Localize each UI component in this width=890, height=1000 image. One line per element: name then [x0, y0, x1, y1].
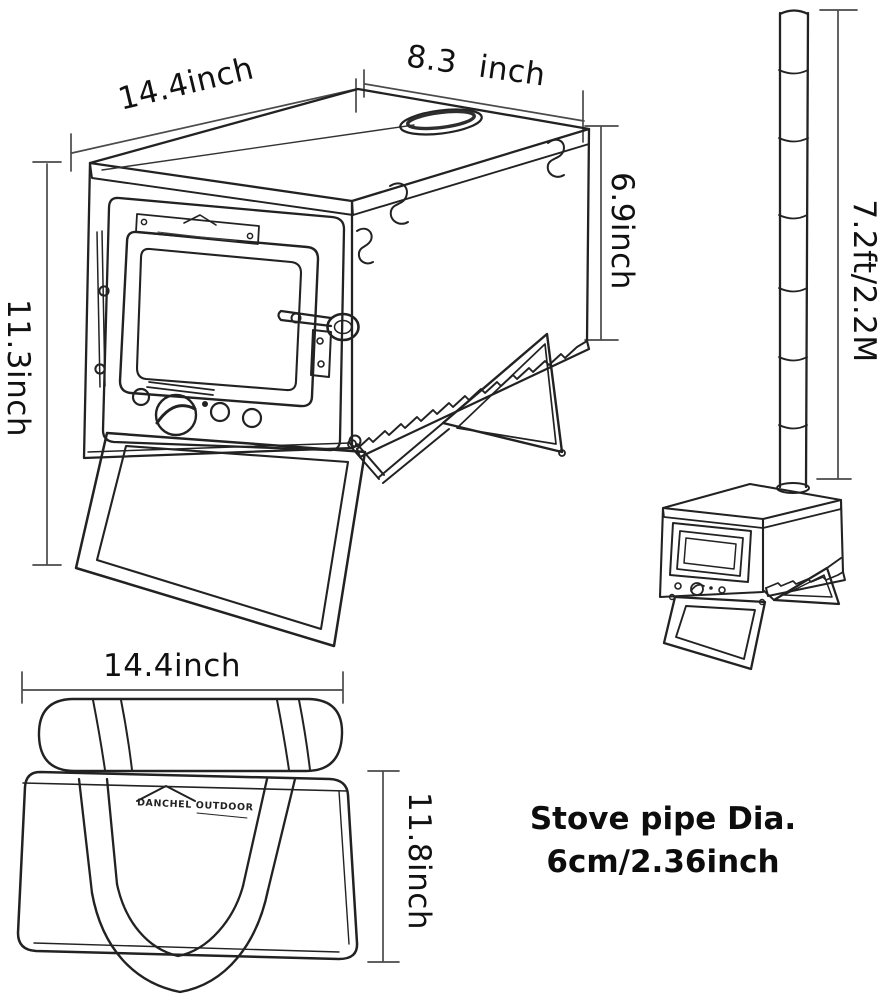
front-leg-inner	[95, 444, 350, 631]
bag-height-dim-line	[367, 770, 400, 963]
damper-knob	[154, 393, 198, 437]
pipe-height-label: 7.2ft/2.2M	[846, 199, 882, 363]
vent-hole-right	[241, 407, 263, 429]
stove-rear-edge	[585, 127, 591, 343]
bag-roll	[37, 697, 344, 773]
front-leg-hinge-bolt	[347, 439, 357, 449]
plate-roof-mark	[183, 214, 217, 226]
small-stove-rear-edge	[839, 498, 845, 574]
bag-handle-outer	[90, 888, 270, 994]
small-vent-dot	[709, 586, 713, 590]
carry-bag-illustration	[16, 697, 359, 994]
rear-leg-outer	[441, 332, 564, 454]
front-latch-upper	[389, 182, 409, 225]
flue-hole-opening	[406, 109, 476, 131]
rear-leg-inner	[456, 343, 557, 445]
small-damper-knob	[690, 582, 704, 596]
bag-handle-inner	[115, 882, 245, 958]
vent-dot	[202, 401, 208, 407]
vent-slot	[146, 381, 215, 396]
stove-top-right-rim	[352, 128, 590, 216]
door-hinge-rod	[96, 230, 106, 388]
stove-top-width-dim-line	[70, 78, 358, 172]
stove-base-seam	[87, 442, 351, 453]
bag-strap-left-bar	[77, 777, 119, 895]
bag-body	[16, 770, 359, 961]
pipe-height-dim-line	[816, 9, 858, 480]
assembled-stove-illustration	[658, 9, 846, 671]
stove-height-dim-line	[32, 161, 62, 566]
hinge-pin-lower	[94, 363, 106, 375]
handle-ring-inner	[333, 319, 353, 335]
small-stove-right-rim	[762, 499, 842, 529]
bag-width-label: 14.4inch	[103, 648, 241, 684]
plate-screw-left	[140, 218, 148, 226]
roll-strap-left	[92, 699, 133, 771]
bag-logo-underline	[196, 812, 248, 819]
pipe-diameter-note-line2: 6cm/2.36inch	[546, 844, 780, 880]
front-latch-lower	[356, 227, 374, 265]
small-rear-leg-outer	[772, 566, 841, 606]
bag-logo-roof	[136, 785, 196, 802]
door-window-glass	[135, 247, 303, 392]
damper-lever	[155, 404, 197, 425]
side-serrated-edge	[356, 340, 588, 450]
pipe-joints	[778, 69, 809, 430]
small-vent-right	[718, 586, 726, 594]
main-stove-illustration	[74, 87, 591, 648]
stove-top-depth-dim-line	[363, 69, 585, 143]
small-front-leg-inner	[675, 605, 756, 660]
door-brand-plate	[135, 213, 260, 245]
small-leg-bolt-left	[668, 593, 676, 601]
front-leg-outer	[74, 431, 367, 648]
bag-strap-right-bar	[241, 777, 297, 892]
stove-pipe	[778, 9, 810, 489]
door-window-frame	[118, 230, 320, 408]
bag-right-seam	[338, 790, 350, 945]
stove-top-seam	[101, 124, 415, 171]
bag-bottom-seam	[33, 942, 340, 953]
bag-width-dim-line	[21, 671, 344, 704]
bag-top-seam	[22, 782, 348, 792]
small-door-window	[676, 530, 744, 577]
top-latch-right	[546, 138, 565, 178]
small-front-leg-outer	[662, 595, 767, 671]
dimension-lines	[21, 9, 858, 963]
door-handle-bar	[277, 309, 333, 328]
plate-text-squiggle	[157, 231, 237, 242]
small-rear-leg-strut	[762, 557, 842, 601]
rear-leg-strut	[351, 422, 450, 484]
flue-hole-rim	[399, 108, 483, 136]
stove-side-height-label: 6.9inch	[604, 172, 640, 290]
pipe-diameter-note-line1: Stove pipe Dia.	[529, 801, 797, 837]
stove-side-height-dim-line	[584, 125, 619, 341]
pipe-diameter-note: Stove pipe Dia. 6cm/2.36inch	[530, 798, 796, 884]
plate-screw-right	[246, 232, 254, 240]
handle-ring	[326, 312, 360, 342]
small-stove-top-face	[661, 482, 843, 521]
stove-total-height-label: 11.3inch	[0, 299, 36, 437]
bag-height-label: 11.8inch	[401, 792, 437, 930]
small-damper-lever	[690, 583, 705, 592]
small-door-glass	[683, 537, 737, 570]
vent-hole-left	[131, 387, 151, 407]
hinge-pin-upper	[98, 285, 110, 297]
vent-hole-mid	[209, 401, 231, 423]
latch-hole-lower	[317, 360, 325, 368]
roll-strap-right	[276, 699, 311, 771]
handle-bolt	[290, 312, 302, 324]
rear-leg-foot	[558, 449, 566, 457]
small-rear-leg-inner	[783, 574, 833, 598]
small-stove-front-face	[658, 506, 765, 599]
small-stove-door	[669, 522, 752, 583]
handle-latch-plate	[310, 329, 332, 378]
small-vent-left	[674, 582, 682, 590]
latch-hole-upper	[316, 337, 324, 345]
small-leg-bolt-right	[758, 598, 766, 606]
